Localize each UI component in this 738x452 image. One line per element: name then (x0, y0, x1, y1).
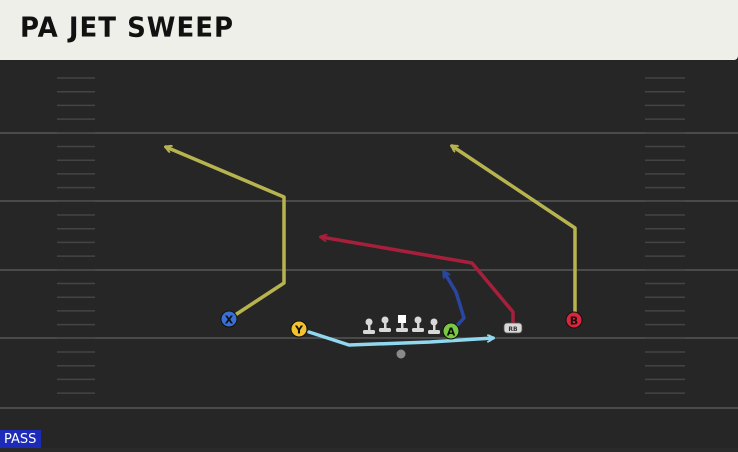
offensive-line (363, 315, 440, 334)
play-header: PA JET SWEEP (0, 0, 738, 60)
player-x-label: X (225, 314, 234, 327)
player-y-label: Y (294, 324, 304, 337)
player-x[interactable]: X (220, 310, 238, 328)
lineman-rt (428, 318, 440, 334)
a-route (442, 272, 466, 333)
rb-route (321, 237, 515, 329)
x-route (166, 147, 286, 321)
hash-marks (57, 77, 685, 394)
play-title: PA JET SWEEP (20, 12, 235, 44)
quarterback-marker (396, 349, 406, 359)
y-route (307, 330, 493, 347)
center (396, 315, 408, 332)
lineman-lg (379, 316, 391, 332)
player-a-label: A (447, 326, 456, 339)
player-rb[interactable]: RB (503, 322, 523, 334)
lineman-lt (363, 318, 375, 334)
yard-lines (0, 132, 738, 409)
player-b[interactable]: B (565, 311, 583, 329)
routes (166, 144, 577, 347)
field: X Y A B RB (0, 60, 738, 448)
player-a[interactable]: A (442, 322, 460, 340)
play-type-badge: PASS (0, 430, 42, 448)
player-b-label: B (570, 315, 578, 328)
player-y[interactable]: Y (290, 320, 308, 338)
player-rb-label: RB (508, 326, 518, 333)
lineman-rg (412, 316, 424, 332)
b-route (452, 144, 577, 322)
play-diagram: X Y A B RB (0, 77, 738, 409)
